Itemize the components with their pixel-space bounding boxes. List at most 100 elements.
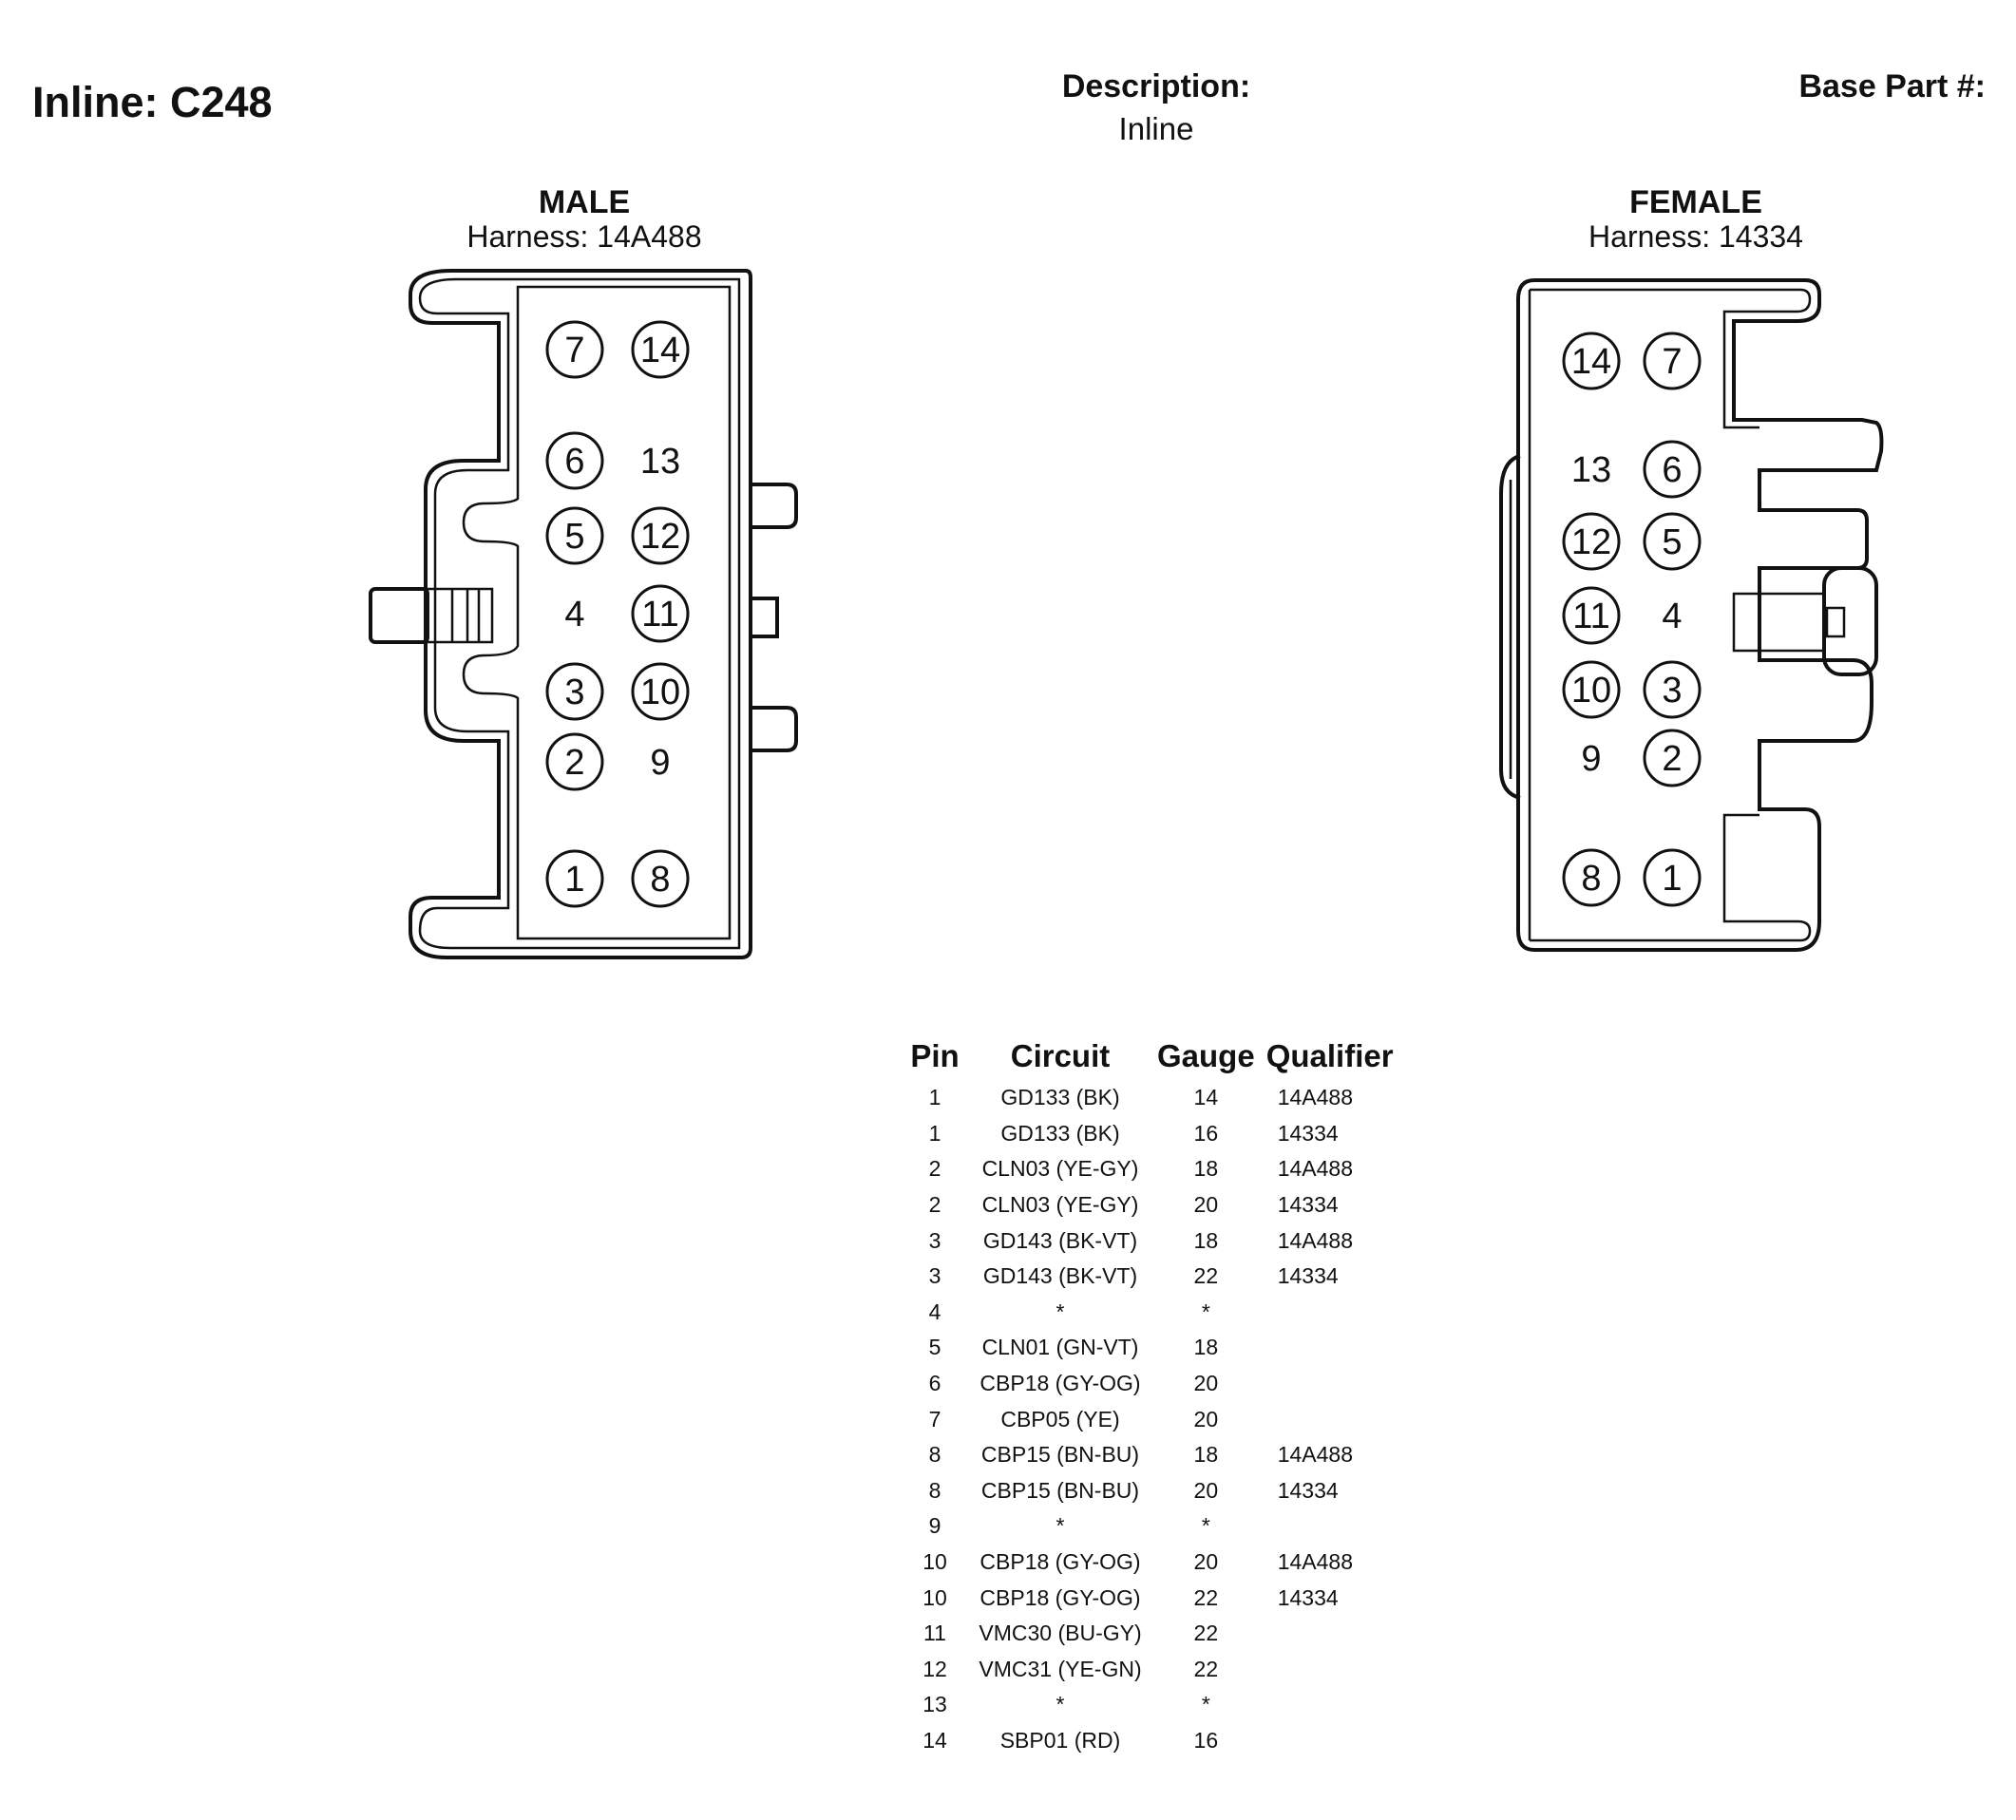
pin-number: 10 bbox=[640, 673, 680, 712]
qualifier-cell bbox=[1261, 1366, 1417, 1402]
qualifier-cell bbox=[1261, 1652, 1417, 1688]
female-label: FEMALE bbox=[1629, 184, 1762, 220]
pin-circle bbox=[1562, 848, 1621, 907]
circuit-cell: CBP18 (GY-OG) bbox=[979, 1584, 1141, 1610]
circuit-cell: CBP15 (BN-BU) bbox=[980, 1442, 1140, 1468]
pin-cell: 1 bbox=[928, 1085, 941, 1110]
gauge-cell: 22 bbox=[1193, 1263, 1219, 1289]
female-connector-outline bbox=[1499, 278, 1884, 952]
table-row: 2 CLN03 (YE-GY) 18 14A488 bbox=[901, 1151, 1417, 1187]
pin-number: 11 bbox=[1572, 597, 1609, 636]
pin-circle bbox=[1643, 660, 1702, 719]
qualifier-cell bbox=[1261, 1508, 1417, 1545]
gauge-column-header: Gauge bbox=[1157, 1038, 1255, 1073]
qualifier-cell bbox=[1261, 1330, 1417, 1366]
pin-circle bbox=[1643, 729, 1702, 787]
pin-circle bbox=[631, 662, 690, 721]
pin-number: 5 bbox=[564, 517, 584, 557]
qualifier-cell: 14A488 bbox=[1277, 1156, 1354, 1182]
circuit-cell: * bbox=[1056, 1299, 1065, 1324]
qualifier-cell bbox=[1261, 1723, 1417, 1759]
gauge-cell: 22 bbox=[1193, 1621, 1219, 1646]
circuit-cell: GD133 (BK) bbox=[1000, 1120, 1120, 1146]
pin-circle bbox=[545, 662, 604, 721]
qualifier-cell: 14A488 bbox=[1277, 1085, 1354, 1110]
qualifier-cell: 14334 bbox=[1277, 1120, 1339, 1146]
circuit-cell: GD133 (BK) bbox=[1000, 1085, 1120, 1110]
table-row: 9** bbox=[901, 1508, 1417, 1545]
pin-circle bbox=[631, 849, 690, 908]
pin-circle bbox=[545, 732, 604, 791]
qualifier-cell: 14A488 bbox=[1277, 1442, 1354, 1468]
qualifier-column-header: Qualifier bbox=[1265, 1038, 1394, 1073]
pin-circle bbox=[1562, 586, 1621, 645]
pin-circle bbox=[631, 506, 690, 565]
connector-title: Inline: C248 bbox=[32, 78, 273, 126]
circuit-cell: * bbox=[1056, 1513, 1065, 1539]
circuit-cell: VMC31 (YE-GN) bbox=[979, 1656, 1142, 1681]
pin-number: 13 bbox=[1571, 450, 1611, 490]
pin-circle bbox=[631, 584, 690, 643]
circuit-cell: CBP18 (GY-OG) bbox=[979, 1549, 1141, 1575]
male-connector-header: MALE Harness: 14A488 bbox=[385, 185, 784, 254]
circuit-cell: CLN03 (YE-GY) bbox=[981, 1156, 1139, 1182]
pin-circle bbox=[1643, 440, 1702, 499]
pin-number: 3 bbox=[1662, 671, 1682, 711]
gauge-cell: 18 bbox=[1193, 1156, 1219, 1182]
pin-cell: 6 bbox=[928, 1371, 941, 1396]
pin-circle bbox=[545, 849, 604, 908]
base-part-label: Base Part #: bbox=[1798, 68, 1986, 104]
description-value: Inline bbox=[1118, 111, 1194, 146]
male-connector-outline bbox=[369, 269, 798, 959]
gauge-cell: 22 bbox=[1193, 1584, 1219, 1610]
pin-cell: 12 bbox=[922, 1656, 947, 1681]
qualifier-cell: 14334 bbox=[1277, 1584, 1339, 1610]
pin-number: 8 bbox=[650, 860, 670, 900]
pin-cell: 3 bbox=[928, 1263, 941, 1289]
pin-number: 8 bbox=[1581, 859, 1601, 899]
pin-circle bbox=[545, 320, 604, 379]
table-row: 12 VMC31 (YE-GN) 22 bbox=[901, 1652, 1417, 1688]
pin-number: 14 bbox=[640, 331, 680, 370]
gauge-cell: 18 bbox=[1193, 1335, 1219, 1360]
pin-circle bbox=[1562, 512, 1621, 571]
qualifier-cell: 14334 bbox=[1277, 1263, 1339, 1289]
pin-number: 5 bbox=[1662, 522, 1682, 562]
qualifier-cell bbox=[1261, 1616, 1417, 1652]
pinout-header-row: Pin Circuit Gauge Qualifier bbox=[901, 1038, 1417, 1080]
circuit-cell: CBP15 (BN-BU) bbox=[980, 1477, 1140, 1503]
pin-number: 13 bbox=[640, 442, 680, 482]
gauge-cell: 22 bbox=[1193, 1656, 1219, 1681]
pin-cell: 2 bbox=[928, 1192, 941, 1218]
qualifier-cell bbox=[1261, 1295, 1417, 1331]
pin-cell: 2 bbox=[928, 1156, 941, 1182]
qualifier-cell: 14334 bbox=[1277, 1477, 1339, 1503]
pin-cell: 7 bbox=[928, 1406, 941, 1431]
pin-number: 12 bbox=[640, 517, 680, 557]
pin-number: 4 bbox=[564, 595, 584, 635]
pin-number: 2 bbox=[564, 743, 584, 783]
pin-circle bbox=[631, 320, 690, 379]
gauge-cell: 18 bbox=[1193, 1227, 1219, 1253]
pin-number: 1 bbox=[564, 860, 584, 900]
qualifier-cell: 14A488 bbox=[1277, 1227, 1354, 1253]
female-connector-header: FEMALE Harness: 14334 bbox=[1496, 185, 1895, 254]
circuit-column-header: Circuit bbox=[1010, 1038, 1111, 1073]
description-label: Description: bbox=[1061, 68, 1251, 104]
pin-cell: 14 bbox=[922, 1727, 947, 1753]
circuit-cell: VMC30 (BU-GY) bbox=[979, 1621, 1142, 1646]
table-row: 3 GD143 (BK-VT) 22 14334 bbox=[901, 1259, 1417, 1295]
pin-number: 10 bbox=[1571, 671, 1611, 711]
circuit-cell: GD143 (BK-VT) bbox=[982, 1263, 1138, 1289]
